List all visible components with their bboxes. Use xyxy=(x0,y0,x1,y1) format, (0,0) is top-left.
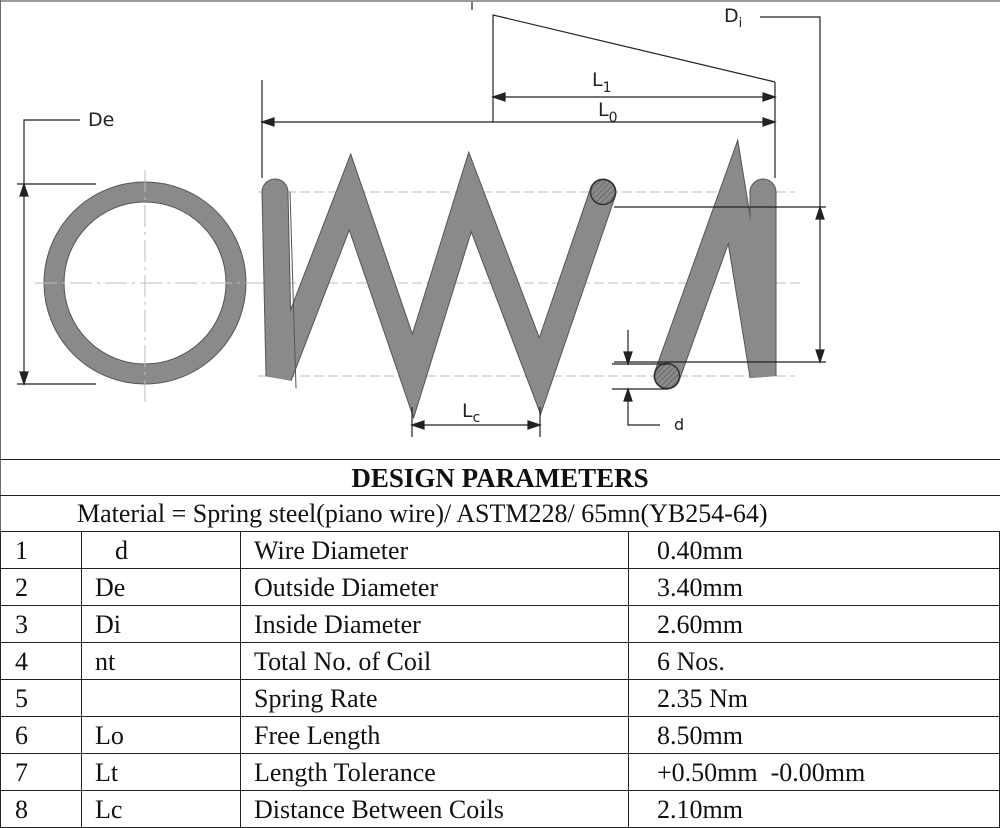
row-parameter: Total No. of Coil xyxy=(240,642,629,680)
length-dimensions xyxy=(260,2,777,178)
row-parameter: Inside Diameter xyxy=(240,605,629,643)
row-parameter: Length Tolerance xyxy=(240,753,629,791)
table-row: 7 Lt Length Tolerance +0.50mm -0.00mm xyxy=(0,753,1000,791)
row-value: 0.40mm xyxy=(628,532,1000,569)
wire-diameter-dimension xyxy=(612,330,668,426)
table-row: 5 Spring Rate 2.35 Nm xyxy=(0,679,1000,717)
coil-distance-label: Lc xyxy=(462,400,480,426)
table-row: 1 d Wire Diameter 0.40mm xyxy=(0,532,1000,569)
row-parameter: Outside Diameter xyxy=(240,568,629,606)
row-value: 2.10mm xyxy=(628,790,1000,828)
material-row: Material = Spring steel(piano wire)/ AST… xyxy=(0,496,1000,532)
row-symbol: Di xyxy=(81,605,241,643)
row-number: 8 xyxy=(0,790,82,828)
spring-side-view xyxy=(261,138,777,420)
parameters-table: 1 d Wire Diameter 0.40mm 2 De Outside Di… xyxy=(0,532,1000,828)
length-l1-label: L1 xyxy=(592,69,612,96)
outside-diameter-dimension xyxy=(17,119,96,386)
wire-cross-sections xyxy=(589,178,681,390)
table-row: 4 nt Total No. of Coil 6 Nos. xyxy=(0,642,1000,680)
row-value: +0.50mm -0.00mm xyxy=(628,753,1000,791)
row-value: 2.60mm xyxy=(628,605,1000,643)
row-number: 1 xyxy=(0,532,82,569)
row-value: 6 Nos. xyxy=(628,642,1000,680)
coil-distance-dimension xyxy=(410,407,542,437)
row-parameter: Spring Rate xyxy=(240,679,629,717)
row-number: 3 xyxy=(0,605,82,643)
table-row: 3 Di Inside Diameter 2.60mm xyxy=(0,605,1000,643)
left-border xyxy=(0,0,1,809)
row-number: 6 xyxy=(0,716,82,754)
row-symbol: De xyxy=(81,568,241,606)
row-number: 2 xyxy=(0,568,82,606)
inside-diameter-label: Di xyxy=(724,5,742,31)
length-l0-label: L0 xyxy=(598,99,618,126)
table-row: 6 Lo Free Length 8.50mm xyxy=(0,716,1000,754)
row-number: 4 xyxy=(0,642,82,680)
row-symbol: Lc xyxy=(81,790,241,828)
row-value: 3.40mm xyxy=(628,568,1000,606)
outside-diameter-label: De xyxy=(88,109,114,131)
inside-diameter-dimension xyxy=(614,16,826,364)
row-value: 8.50mm xyxy=(628,716,1000,754)
table-row: 2 De Outside Diameter 3.40mm xyxy=(0,568,1000,606)
spring-drawing: De L1 L0 xyxy=(17,2,826,437)
row-parameter: Distance Between Coils xyxy=(240,790,629,828)
table-row: 8 Lc Distance Between Coils 2.10mm xyxy=(0,790,1000,828)
row-symbol xyxy=(81,679,241,717)
row-symbol: nt xyxy=(81,642,241,680)
row-parameter: Wire Diameter xyxy=(240,532,629,569)
row-parameter: Free Length xyxy=(240,716,629,754)
wire-diameter-label: d xyxy=(674,415,684,434)
row-number: 7 xyxy=(0,753,82,791)
row-symbol: d xyxy=(81,532,241,569)
design-parameters-title: DESIGN PARAMETERS xyxy=(0,459,1000,496)
top-border xyxy=(0,0,1000,2)
row-value: 2.35 Nm xyxy=(628,679,1000,717)
row-number: 5 xyxy=(0,679,82,717)
row-symbol: Lt xyxy=(81,753,241,791)
end-view-ring xyxy=(35,170,258,405)
row-symbol: Lo xyxy=(81,716,241,754)
